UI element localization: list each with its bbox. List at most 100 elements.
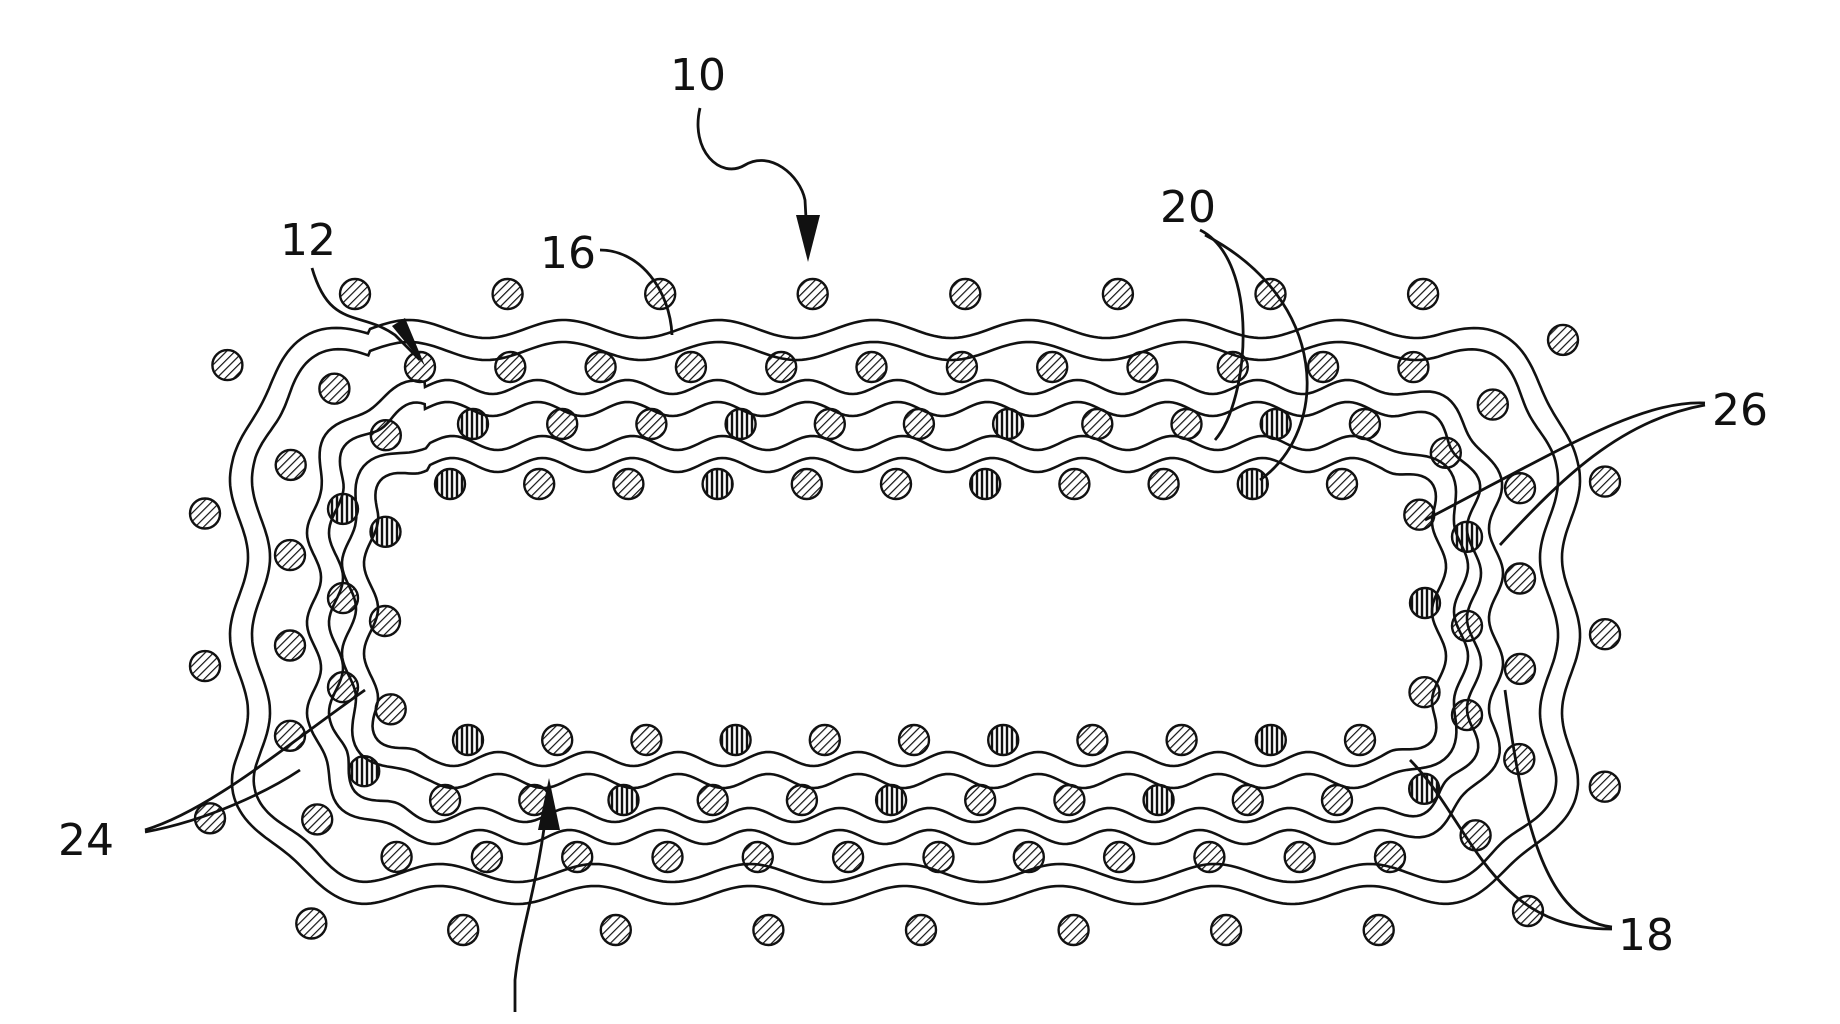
fiber-row-1 — [212, 350, 242, 380]
label-20: 20 — [1160, 182, 1216, 233]
leader-18a — [1505, 690, 1612, 927]
fiber-row-4 — [792, 469, 822, 499]
fiber-row-1 — [1408, 279, 1438, 309]
label-10: 10 — [670, 50, 726, 101]
fiber-row-1 — [753, 915, 783, 945]
fiber-row-2 — [766, 352, 796, 382]
fiber-row-4 — [370, 606, 400, 636]
fiber-row-1 — [1059, 915, 1089, 945]
fiber-row-3 — [1350, 409, 1380, 439]
fiber-row-4 — [988, 725, 1018, 755]
fiber-row-2 — [833, 842, 863, 872]
fiber-row-1 — [1256, 279, 1286, 309]
fiber-row-4 — [970, 469, 1000, 499]
fiber-row-2 — [924, 842, 954, 872]
fiber-row-3 — [965, 785, 995, 815]
fiber-row-2 — [1037, 352, 1067, 382]
leader-26a — [1425, 403, 1705, 520]
fiber-cross-sections — [190, 279, 1620, 945]
fiber-row-4 — [1410, 588, 1440, 618]
fiber-row-3 — [547, 409, 577, 439]
fiber-row-3 — [1261, 409, 1291, 439]
label-18: 18 — [1618, 910, 1674, 961]
fiber-row-3 — [328, 583, 358, 613]
fiber-row-4 — [1327, 469, 1357, 499]
fiber-row-3 — [698, 785, 728, 815]
band-2-line-inner — [329, 402, 1481, 822]
fiber-row-1 — [1103, 279, 1133, 309]
fiber-row-1 — [340, 279, 370, 309]
fiber-row-4 — [810, 725, 840, 755]
fiber-row-4 — [613, 469, 643, 499]
fiber-row-3 — [876, 785, 906, 815]
fiber-row-1 — [296, 909, 326, 939]
fiber-row-3 — [1322, 785, 1352, 815]
fiber-row-1 — [1590, 772, 1620, 802]
fiber-row-1 — [493, 279, 523, 309]
fiber-row-2 — [1194, 842, 1224, 872]
fiber-row-1 — [448, 915, 478, 945]
fiber-row-1 — [645, 279, 675, 309]
fiber-row-3 — [815, 409, 845, 439]
fiber-row-1 — [1364, 915, 1394, 945]
fiber-row-4 — [631, 725, 661, 755]
fiber-row-4 — [542, 725, 572, 755]
fiber-row-2 — [1398, 352, 1428, 382]
arrowhead-10 — [796, 215, 820, 262]
fiber-row-1 — [906, 915, 936, 945]
fiber-row-3 — [787, 785, 817, 815]
fiber-row-2 — [1128, 352, 1158, 382]
fiber-row-2 — [586, 352, 616, 382]
fiber-row-3 — [1431, 438, 1461, 468]
leader-16 — [600, 250, 672, 335]
fiber-row-4 — [721, 725, 751, 755]
label-24: 24 — [58, 815, 114, 866]
fiber-row-2 — [1285, 842, 1315, 872]
fiber-row-3 — [1054, 785, 1084, 815]
fiber-row-2 — [653, 842, 683, 872]
fiber-row-2 — [275, 540, 305, 570]
fiber-row-2 — [743, 842, 773, 872]
fiber-row-3 — [1233, 785, 1263, 815]
fiber-row-4 — [1404, 500, 1434, 530]
leader-24a — [145, 690, 365, 830]
fiber-row-1 — [1590, 619, 1620, 649]
fiber-row-2 — [472, 842, 502, 872]
label-16: 16 — [540, 228, 596, 279]
leader-12 — [312, 268, 420, 360]
band-2-line-outer — [307, 380, 1503, 844]
fiber-row-1 — [1590, 467, 1620, 497]
fiber-row-4 — [1167, 725, 1197, 755]
fiber-row-3 — [458, 409, 488, 439]
fiber-row-1 — [190, 499, 220, 529]
fiber-row-2 — [495, 352, 525, 382]
band-3-line-inner — [364, 458, 1446, 766]
fiber-row-3 — [430, 785, 460, 815]
fiber-row-3 — [371, 420, 401, 450]
fiber-row-4 — [899, 725, 929, 755]
fiber-row-2 — [1505, 564, 1535, 594]
fiber-row-2 — [319, 374, 349, 404]
fiber-row-3 — [904, 409, 934, 439]
fiber-row-3 — [1452, 700, 1482, 730]
fiber-row-3 — [1082, 409, 1112, 439]
layer-bands — [230, 320, 1580, 904]
label-12: 12 — [280, 215, 336, 266]
fiber-row-2 — [676, 352, 706, 382]
fiber-row-2 — [382, 842, 412, 872]
fiber-row-4 — [1410, 677, 1440, 707]
fiber-row-4 — [435, 469, 465, 499]
fiber-row-2 — [1014, 842, 1044, 872]
fiber-row-4 — [376, 694, 406, 724]
fiber-row-4 — [881, 469, 911, 499]
fiber-row-4 — [1345, 725, 1375, 755]
fiber-row-2 — [562, 842, 592, 872]
fiber-row-3 — [1452, 522, 1482, 552]
fiber-row-2 — [1375, 842, 1405, 872]
fiber-row-3 — [349, 756, 379, 786]
fiber-row-1 — [798, 279, 828, 309]
fiber-row-3 — [636, 409, 666, 439]
fiber-row-1 — [1548, 325, 1578, 355]
fiber-row-1 — [1211, 915, 1241, 945]
